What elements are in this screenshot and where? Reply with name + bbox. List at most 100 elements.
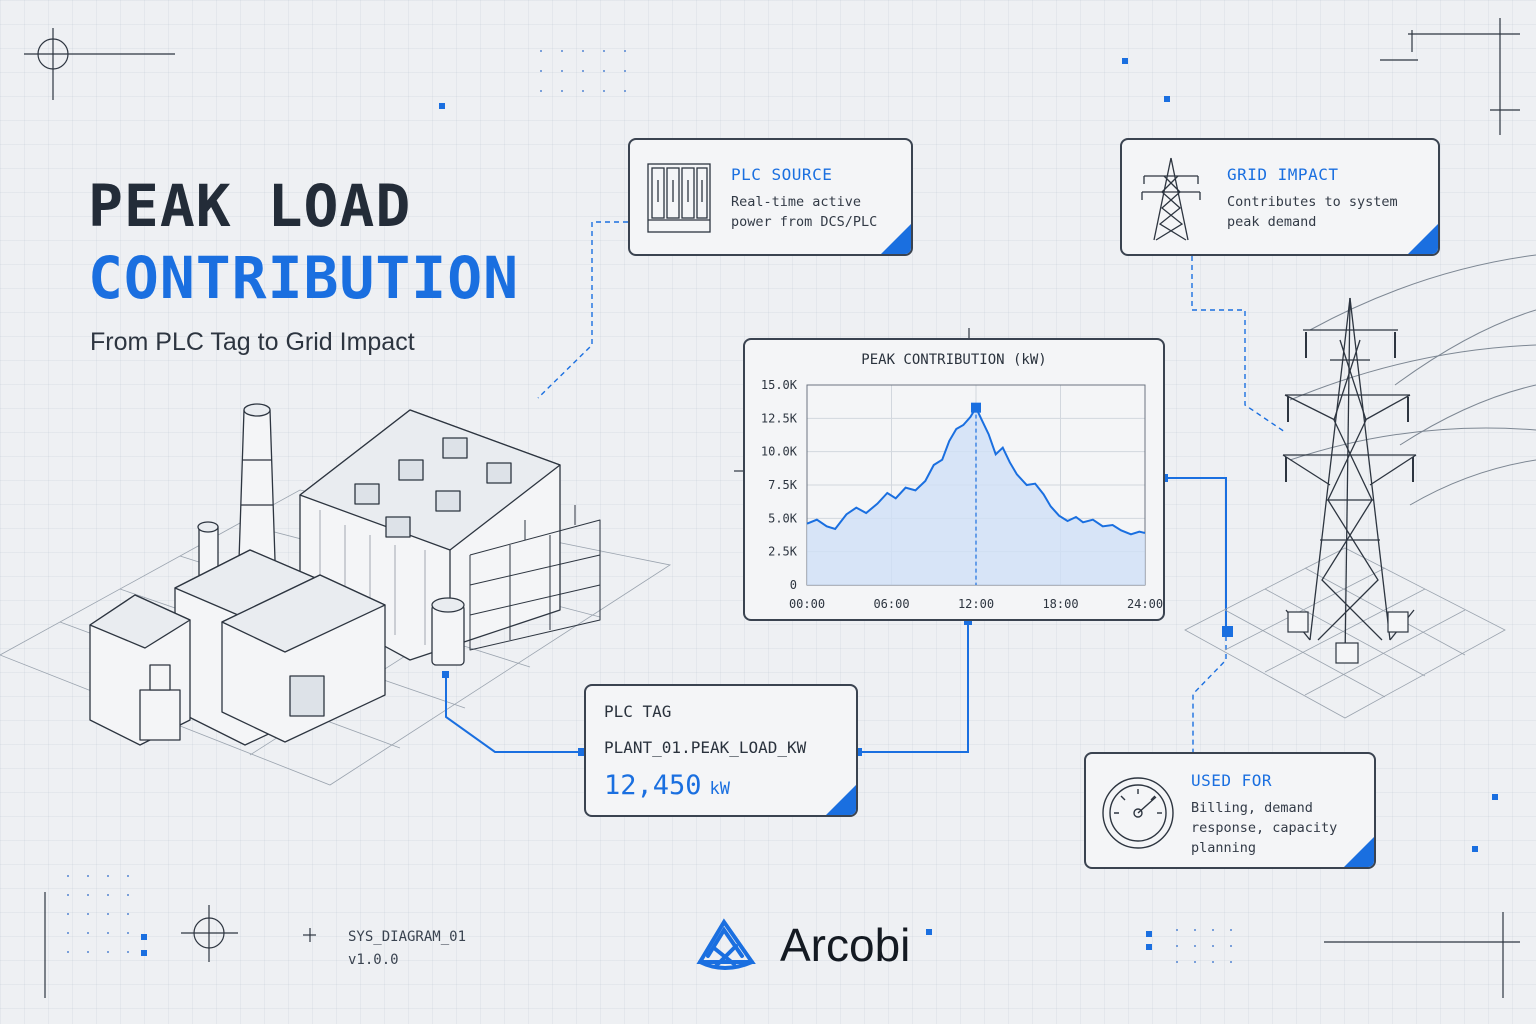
series-line bbox=[806, 405, 1146, 536]
decor-dot bbox=[67, 951, 69, 953]
decor-dot bbox=[540, 70, 542, 72]
x-tick-label: 06:00 bbox=[873, 597, 909, 611]
decor-dot bbox=[582, 70, 584, 72]
decor-dot bbox=[1212, 961, 1214, 963]
peak-contribution-chart-card: PEAK CONTRIBUTION (kW) 0 2.5K 5.0K 7.5K 10.0… bbox=[743, 338, 1165, 621]
footer-diagram-id: SYS_DIAGRAM_01 bbox=[348, 929, 467, 945]
decor-dot bbox=[561, 90, 563, 92]
decor-dot bbox=[87, 932, 89, 934]
decor-dot bbox=[107, 951, 109, 953]
decor-dot bbox=[624, 50, 626, 52]
brand-name: Arcobi bbox=[780, 919, 911, 971]
plc-source-desc-line1: Real-time active bbox=[731, 194, 862, 210]
decor-dot bbox=[540, 50, 542, 52]
grid-impact-title: GRID IMPACT bbox=[1227, 165, 1339, 184]
decor-dot bbox=[107, 894, 109, 896]
decor-dot bbox=[603, 50, 605, 52]
decor-dot bbox=[127, 894, 129, 896]
decor-dot bbox=[603, 90, 605, 92]
plc-tag-name: PLANT_01.PEAK_LOAD_KW bbox=[604, 738, 807, 757]
source-dashed-connector bbox=[537, 221, 628, 399]
card-corner-accent bbox=[826, 785, 856, 815]
card-corner-accent bbox=[1408, 224, 1438, 254]
page-title-line1: PEAK LOAD bbox=[88, 172, 412, 240]
x-tick-label: 12:00 bbox=[958, 597, 994, 611]
y-tick-label: 0 bbox=[790, 578, 797, 592]
decor-dot bbox=[1176, 945, 1178, 947]
decor-dot bbox=[1230, 945, 1232, 947]
decor-dot bbox=[1176, 961, 1178, 963]
chart-title: PEAK CONTRIBUTION (kW) bbox=[861, 352, 1047, 368]
decor-dot bbox=[87, 913, 89, 915]
page-subtitle: From PLC Tag to Grid Impact bbox=[90, 328, 415, 356]
grid-impact-card: GRID IMPACT Contributes to system peak d… bbox=[1120, 138, 1440, 256]
peak-contribution-chart: 0 2.5K 5.0K 7.5K 10.0K 12.5K 15.0K 00:00 06:00 12… bbox=[761, 378, 1163, 611]
used-for-desc-line2: response, capacity bbox=[1191, 820, 1338, 836]
decor-dot bbox=[582, 50, 584, 52]
grid-impact-desc-line1: Contributes to system bbox=[1227, 194, 1398, 210]
grid-impact-desc-line2: peak demand bbox=[1227, 214, 1317, 230]
decor-dot bbox=[1230, 929, 1232, 931]
plc-tag-value: 12,450 bbox=[604, 770, 702, 801]
decor-dot bbox=[624, 70, 626, 72]
decor-dot bbox=[582, 90, 584, 92]
decor-dot bbox=[561, 50, 563, 52]
plc-tag-title: PLC TAG bbox=[604, 702, 672, 721]
y-tick-label: 2.5K bbox=[768, 545, 798, 559]
arcobi-logo-icon bbox=[696, 918, 756, 970]
decor-dot bbox=[540, 90, 542, 92]
decor-dot bbox=[107, 913, 109, 915]
footer-version: v1.0.0 bbox=[348, 952, 399, 968]
decor-dot bbox=[1176, 929, 1178, 931]
decor-dot bbox=[87, 894, 89, 896]
y-tick-label: 5.0K bbox=[768, 511, 798, 525]
x-tick-label: 00:00 bbox=[789, 597, 825, 611]
decor-dot bbox=[624, 90, 626, 92]
chart-to-tower-connector bbox=[1165, 477, 1227, 630]
tag-to-chart-connector bbox=[858, 621, 969, 753]
impact-dashed-connector bbox=[1191, 256, 1286, 433]
used-for-title: USED FOR bbox=[1191, 771, 1273, 790]
decor-dot bbox=[1212, 945, 1214, 947]
y-tick-label: 15.0K bbox=[761, 378, 798, 392]
decor-dot bbox=[1230, 961, 1232, 963]
decor-dot bbox=[67, 932, 69, 934]
decor-dot bbox=[603, 70, 605, 72]
used-for-card: USED FOR Billing, demand response, capac… bbox=[1084, 752, 1376, 869]
plc-tag-unit: kW bbox=[709, 779, 731, 799]
used-for-desc-line3: planning bbox=[1191, 840, 1257, 856]
decor-dot bbox=[1212, 929, 1214, 931]
decor-dot bbox=[127, 913, 129, 915]
decor-dot bbox=[67, 875, 69, 877]
decor-dot bbox=[127, 875, 129, 877]
used-for-desc-line1: Billing, demand bbox=[1191, 800, 1313, 816]
plc-source-title: PLC SOURCE bbox=[731, 165, 833, 184]
decor-dot bbox=[67, 894, 69, 896]
plant-to-tag-connector bbox=[445, 675, 582, 753]
series-area bbox=[807, 407, 1145, 585]
y-tick-label: 10.0K bbox=[761, 445, 798, 459]
plc-tag-card: PLC TAG PLANT_01.PEAK_LOAD_KW 12,450 kW bbox=[584, 684, 858, 817]
decor-dot bbox=[87, 875, 89, 877]
card-corner-accent bbox=[881, 224, 911, 254]
card-corner-accent bbox=[1344, 837, 1374, 867]
peak-point bbox=[971, 402, 981, 413]
plc-source-card: PLC SOURCE Real-time active power from D… bbox=[628, 138, 913, 256]
plc-rack-icon bbox=[647, 163, 711, 233]
gauge-icon bbox=[1102, 777, 1174, 849]
decor-dot bbox=[127, 951, 129, 953]
decor-dot bbox=[127, 932, 129, 934]
usage-dashed-connector bbox=[1192, 636, 1227, 752]
page-title-line2: CONTRIBUTION bbox=[88, 244, 520, 312]
decor-dot bbox=[107, 875, 109, 877]
decor-dot bbox=[107, 932, 109, 934]
y-tick-label: 12.5K bbox=[761, 411, 798, 425]
plc-source-desc-line2: power from DCS/PLC bbox=[731, 214, 878, 230]
y-tick-label: 7.5K bbox=[768, 478, 798, 492]
decor-dot bbox=[1194, 945, 1196, 947]
decor-dot bbox=[1194, 961, 1196, 963]
footer-system-code: SYS_DIAGRAM_01 v1.0.0 bbox=[348, 926, 466, 972]
